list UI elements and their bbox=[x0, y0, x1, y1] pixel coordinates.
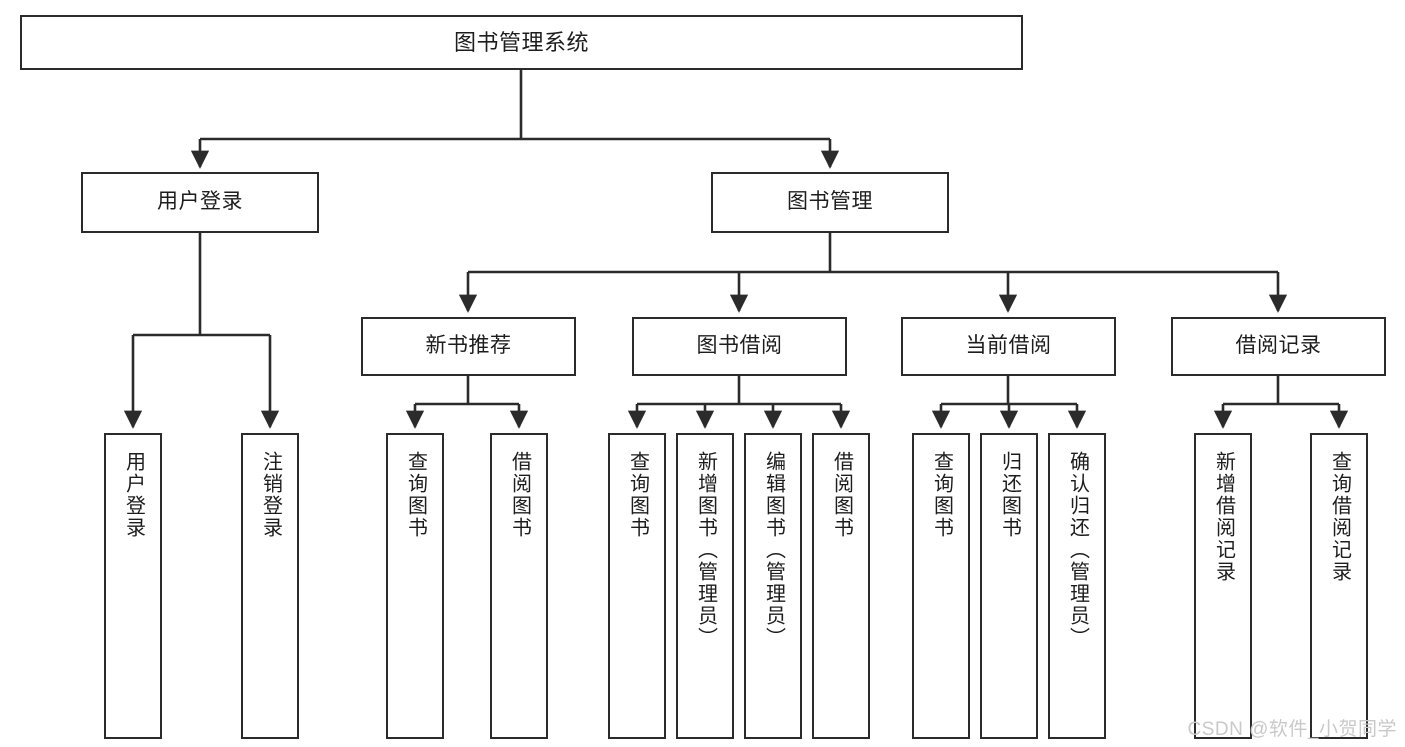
node-label: 用户登录 bbox=[122, 451, 145, 539]
node-label: 新书推荐 bbox=[425, 334, 512, 358]
node-label: 图书管理系统 bbox=[453, 29, 589, 55]
leaf-query-book-2[interactable]: 查询图书 bbox=[608, 433, 666, 739]
node-book-management[interactable]: 图书管理 bbox=[711, 172, 949, 233]
leaf-edit-book[interactable]: 编辑图书（管理员） bbox=[744, 433, 802, 739]
node-current-borrow[interactable]: 当前借阅 bbox=[901, 317, 1116, 376]
node-label: 归还图书 bbox=[998, 451, 1021, 539]
leaf-user-login[interactable]: 用户登录 bbox=[104, 433, 162, 739]
node-label: 借阅记录 bbox=[1235, 334, 1322, 358]
node-label: 新增借阅记录 bbox=[1212, 451, 1235, 583]
node-label: 确认归还（管理员） bbox=[1066, 451, 1089, 649]
node-label: 图书借阅 bbox=[696, 334, 783, 358]
node-user-login[interactable]: 用户登录 bbox=[81, 172, 319, 233]
leaf-confirm-return[interactable]: 确认归还（管理员） bbox=[1048, 433, 1106, 739]
leaf-borrow-book-1[interactable]: 借阅图书 bbox=[490, 433, 548, 739]
watermark-text: CSDN @软件_小贺同学 bbox=[1187, 719, 1397, 740]
node-label: 查询借阅记录 bbox=[1328, 451, 1351, 583]
leaf-add-record[interactable]: 新增借阅记录 bbox=[1194, 433, 1252, 739]
node-label: 图书管理 bbox=[787, 190, 873, 214]
node-label: 编辑图书（管理员） bbox=[762, 451, 785, 649]
node-label: 注销登录 bbox=[259, 451, 282, 539]
leaf-return-book[interactable]: 归还图书 bbox=[980, 433, 1038, 739]
leaf-query-book-3[interactable]: 查询图书 bbox=[912, 433, 970, 739]
node-label: 借阅图书 bbox=[508, 451, 531, 539]
node-new-book-recommend[interactable]: 新书推荐 bbox=[361, 317, 576, 376]
node-label: 借阅图书 bbox=[830, 451, 853, 539]
node-label: 查询图书 bbox=[404, 451, 427, 539]
node-root-book-management-system[interactable]: 图书管理系统 bbox=[20, 15, 1023, 70]
node-label: 当前借阅 bbox=[965, 334, 1052, 358]
leaf-query-record[interactable]: 查询借阅记录 bbox=[1310, 433, 1368, 739]
node-borrow-record[interactable]: 借阅记录 bbox=[1171, 317, 1386, 376]
node-label: 查询图书 bbox=[626, 451, 649, 539]
node-label: 查询图书 bbox=[930, 451, 953, 539]
leaf-query-book-1[interactable]: 查询图书 bbox=[386, 433, 444, 739]
node-label: 用户登录 bbox=[157, 190, 243, 214]
node-book-borrow[interactable]: 图书借阅 bbox=[632, 317, 847, 376]
leaf-logout-login[interactable]: 注销登录 bbox=[241, 433, 299, 739]
node-label: 新增图书（管理员） bbox=[694, 451, 717, 649]
leaf-borrow-book-2[interactable]: 借阅图书 bbox=[812, 433, 870, 739]
leaf-add-book[interactable]: 新增图书（管理员） bbox=[676, 433, 734, 739]
